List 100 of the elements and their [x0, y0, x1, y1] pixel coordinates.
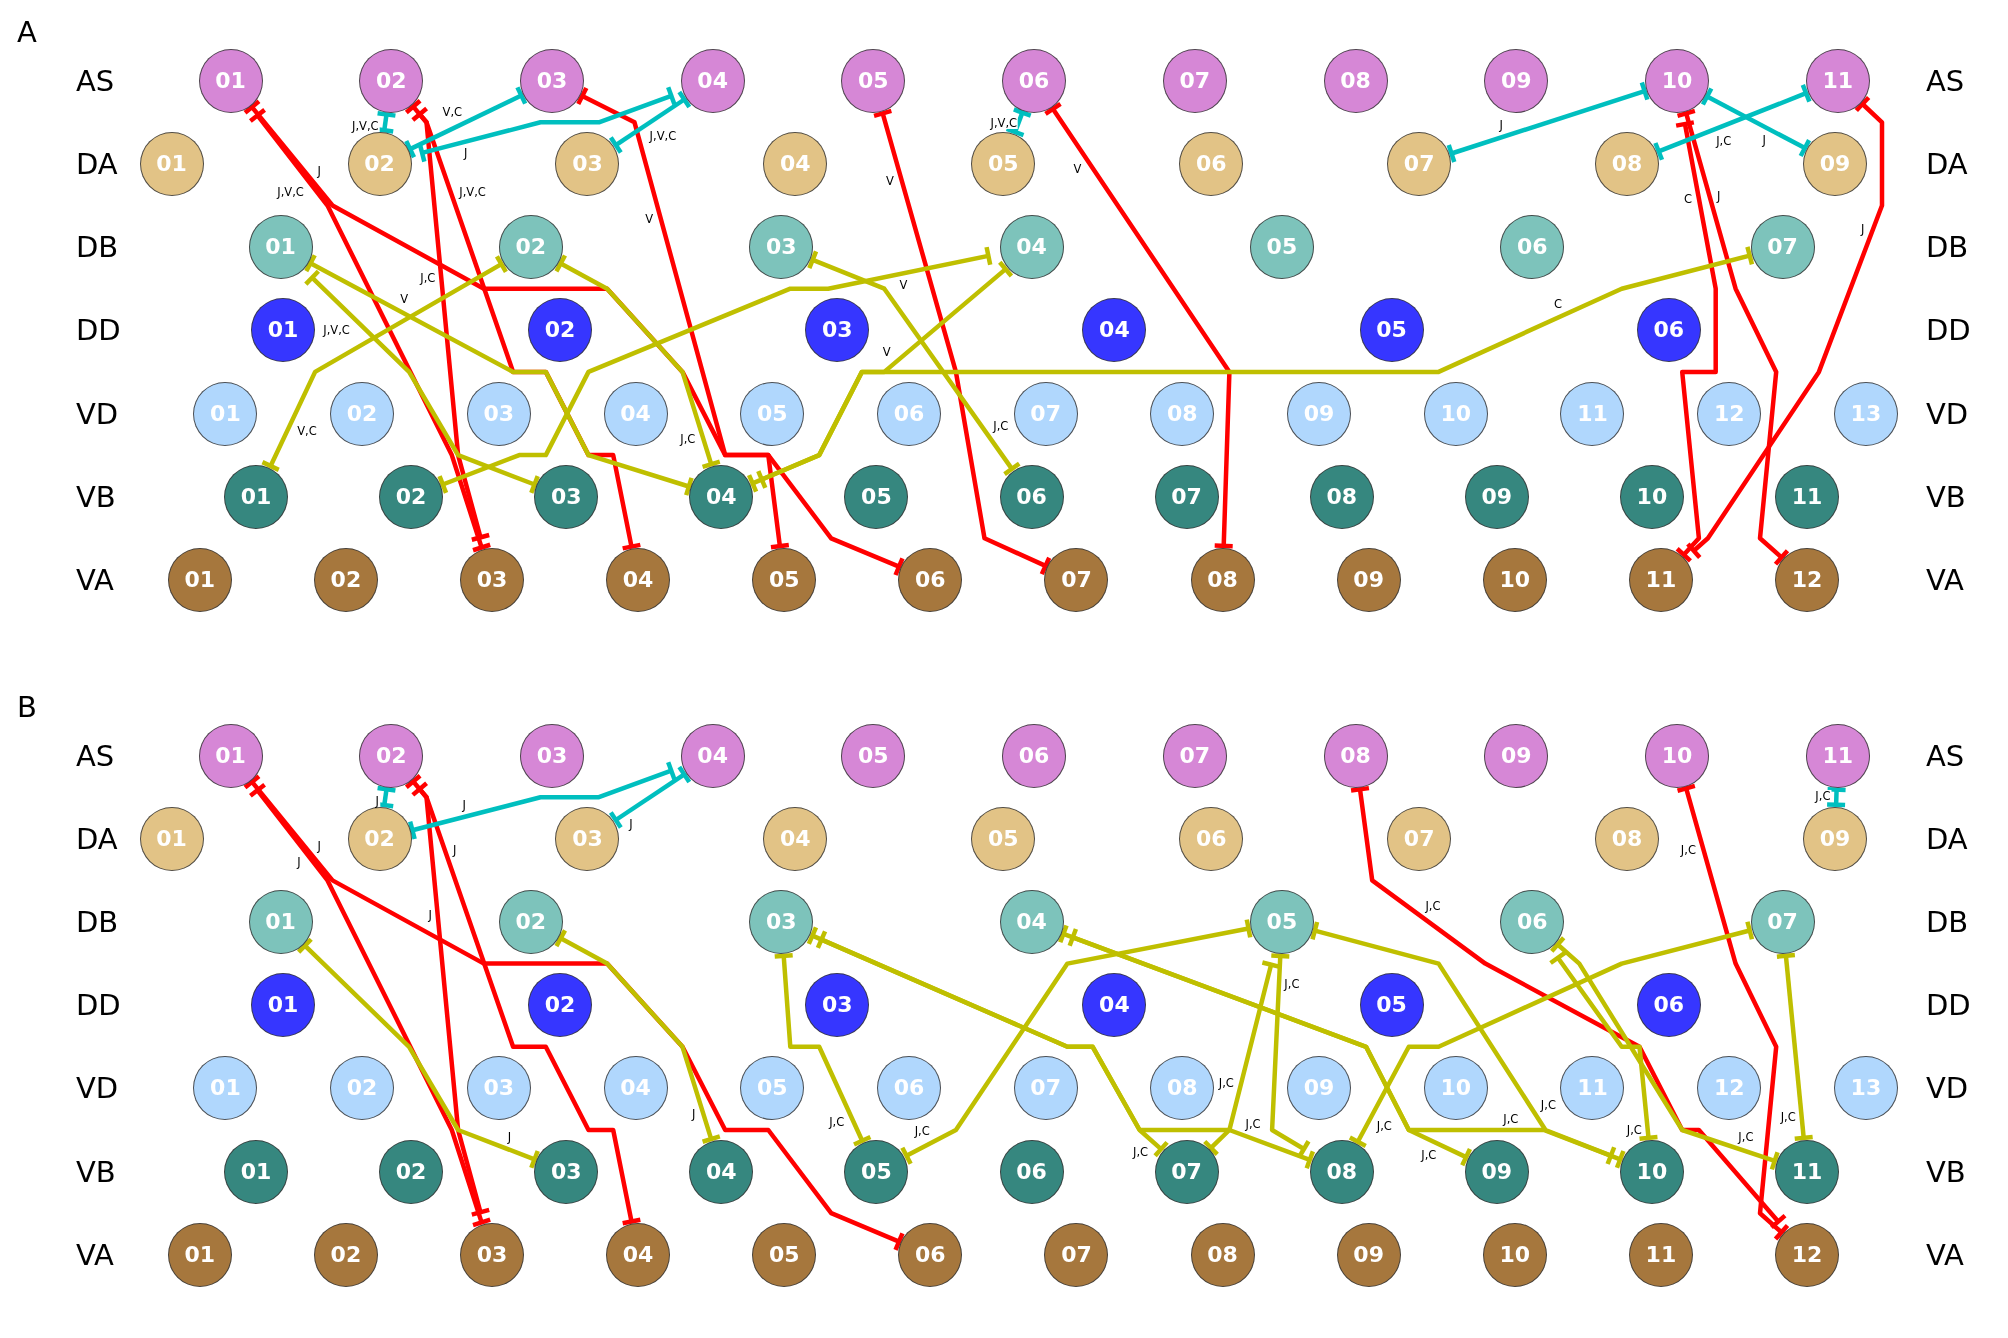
edge-label: J,C	[1779, 1111, 1797, 1124]
node-number: 08	[1340, 744, 1371, 767]
node-circle	[1154, 1139, 1219, 1204]
edge-label: J,C	[679, 433, 697, 446]
connector	[554, 253, 723, 470]
node-number: 10	[1661, 69, 1693, 92]
edge-label: J,C	[1244, 1118, 1262, 1131]
node-number: 02	[330, 568, 362, 591]
edge-label: V,C	[441, 105, 464, 118]
edge-label: J,C	[1283, 977, 1301, 990]
node-circle	[1805, 48, 1870, 113]
row-label: DA	[1926, 149, 1968, 179]
node-number: 11	[1791, 485, 1823, 508]
node-number: 13	[1850, 1077, 1882, 1100]
row-label: DD	[76, 315, 121, 345]
edge-label: J,C	[992, 419, 1010, 432]
row-label: VA	[1926, 1240, 1964, 1270]
edge-label: J	[316, 840, 322, 853]
node-number: 06	[893, 1077, 925, 1100]
node-number: 11	[1645, 1243, 1677, 1266]
row-label: DA	[76, 149, 118, 179]
node-number: 05	[858, 69, 889, 92]
node-number: 05	[1376, 319, 1407, 342]
connector	[815, 929, 1316, 1171]
node-number: 05	[858, 744, 889, 767]
node-number: 03	[572, 827, 603, 850]
connector	[303, 269, 540, 496]
node-number: 03	[821, 319, 853, 342]
edge-label: J	[506, 1131, 513, 1144]
node-number: 01	[210, 1077, 241, 1100]
connector	[554, 928, 723, 1144]
node-number: 01	[265, 911, 296, 933]
edge-label: J,C	[1539, 1098, 1557, 1112]
node-circle	[1644, 48, 1709, 113]
node-number: 01	[267, 319, 299, 342]
node-number: 08	[1207, 568, 1238, 591]
node-number: 07	[1179, 69, 1211, 92]
node-number: 02	[375, 744, 407, 767]
node-number: 12	[1791, 1243, 1823, 1266]
node-number: 05	[988, 152, 1019, 175]
node-number: 04	[780, 827, 811, 850]
node-number: 01	[184, 568, 216, 591]
row-label: VA	[76, 565, 114, 595]
edge-label: V	[1072, 162, 1083, 175]
connector	[1347, 919, 1755, 1149]
connector	[304, 253, 694, 498]
node-number: 04	[1099, 994, 1130, 1017]
node-number: 06	[1195, 827, 1227, 850]
node-number: 06	[915, 568, 946, 591]
edge-label: J,C	[1814, 789, 1832, 802]
edge-label: J	[461, 799, 467, 812]
node-number: 04	[620, 402, 651, 425]
connector	[1685, 95, 1885, 560]
node-number: 04	[697, 69, 728, 92]
node-number: 07	[1030, 402, 1061, 425]
row-label: VD	[1926, 399, 1969, 428]
node-number: 09	[1819, 152, 1851, 175]
node-number: 07	[1061, 1243, 1092, 1266]
connector	[807, 249, 1022, 477]
node-number: 06	[1653, 319, 1684, 342]
node-number: 06	[1016, 1160, 1047, 1183]
connector	[1675, 108, 1790, 567]
node-number: 07	[1171, 485, 1202, 508]
node-number: 02	[395, 485, 427, 508]
edge-label: J,C	[1715, 134, 1733, 147]
node-number: 05	[756, 1077, 788, 1100]
node-number: 03	[765, 236, 797, 259]
node-number: 10	[1440, 1077, 1472, 1100]
edge-label: J,V,C	[322, 323, 351, 336]
node-number: 02	[375, 69, 407, 92]
row-label: DA	[76, 824, 118, 854]
connector	[1067, 926, 1626, 1171]
node-number: 08	[1167, 1077, 1198, 1100]
row-label: VA	[76, 1240, 114, 1270]
row-label: DB	[1926, 907, 1969, 937]
node-number: 03	[483, 1077, 515, 1100]
connector	[1548, 950, 1660, 1141]
edge-label: V	[885, 175, 895, 188]
connector	[1675, 783, 1790, 1242]
row-label: DB	[76, 907, 119, 937]
node-number: 04	[620, 1077, 651, 1100]
node-number: 04	[697, 744, 728, 767]
node-number: 09	[1353, 1243, 1384, 1266]
node-number: 05	[988, 827, 1019, 850]
node-number: 04	[780, 152, 811, 175]
edge-label: J,V,C	[276, 185, 305, 198]
node-number: 11	[1791, 1160, 1823, 1183]
row-label: VD	[76, 1073, 119, 1103]
node-number: 11	[1822, 69, 1853, 92]
node-number: 06	[915, 1243, 946, 1266]
node-number: 09	[1481, 485, 1513, 508]
edge-label: J,C	[913, 1125, 931, 1138]
node-number: 06	[1018, 69, 1050, 92]
row-label: DD	[76, 990, 121, 1020]
node-number: 02	[515, 236, 547, 259]
row-label: VA	[1926, 565, 1964, 595]
edge-label: J	[296, 855, 302, 868]
connector	[260, 254, 509, 473]
panel-letter: B	[17, 692, 37, 722]
edge-label: C	[1683, 192, 1694, 205]
